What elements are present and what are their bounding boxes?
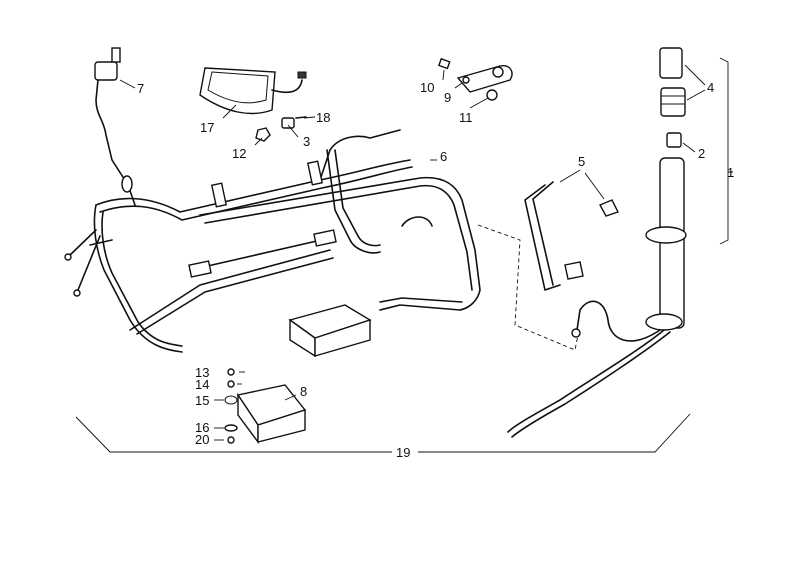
- callout-4: 4: [707, 80, 714, 95]
- callout-labels: 1 2 3 4 5 6 7 8 9 10 11 12 13 14 15 16 1…: [137, 80, 734, 460]
- routing-dash-lines: [477, 224, 579, 351]
- small-parts-12-3-18: [255, 116, 307, 142]
- instrument-bracket-part-17: [199, 67, 307, 115]
- callout-20: 20: [195, 432, 209, 447]
- callout-2: 2: [698, 146, 705, 161]
- callout-19-bracket: [75, 413, 691, 453]
- callout-9: 9: [444, 90, 451, 105]
- vertical-sensor-assembly: [507, 47, 687, 438]
- main-wiring-harness: [64, 129, 481, 353]
- callout-15: 15: [195, 393, 209, 408]
- callout-18: 18: [316, 110, 330, 125]
- callout-5: 5: [578, 154, 585, 169]
- callout-1-bracket: [719, 57, 733, 245]
- switch-part-7: [94, 47, 136, 206]
- clamp-part-9: [437, 57, 513, 101]
- callout-10: 10: [420, 80, 434, 95]
- control-unit-part-8: [224, 368, 307, 445]
- callout-8: 8: [300, 384, 307, 399]
- callout-19: 19: [396, 445, 410, 460]
- callout-6: 6: [440, 149, 447, 164]
- callout-14: 14: [195, 377, 209, 392]
- electronic-module: [288, 304, 372, 358]
- leader-lines: [119, 64, 706, 441]
- callout-12: 12: [232, 146, 246, 161]
- callout-11: 11: [459, 110, 473, 125]
- callout-3: 3: [303, 134, 310, 149]
- bracket-part-5: [524, 181, 619, 291]
- callout-13: 13: [195, 365, 209, 380]
- callout-7: 7: [137, 81, 144, 96]
- callout-1: 1: [727, 165, 734, 180]
- cable-clip: [401, 216, 433, 227]
- callout-17: 17: [200, 120, 214, 135]
- callout-16: 16: [195, 420, 209, 435]
